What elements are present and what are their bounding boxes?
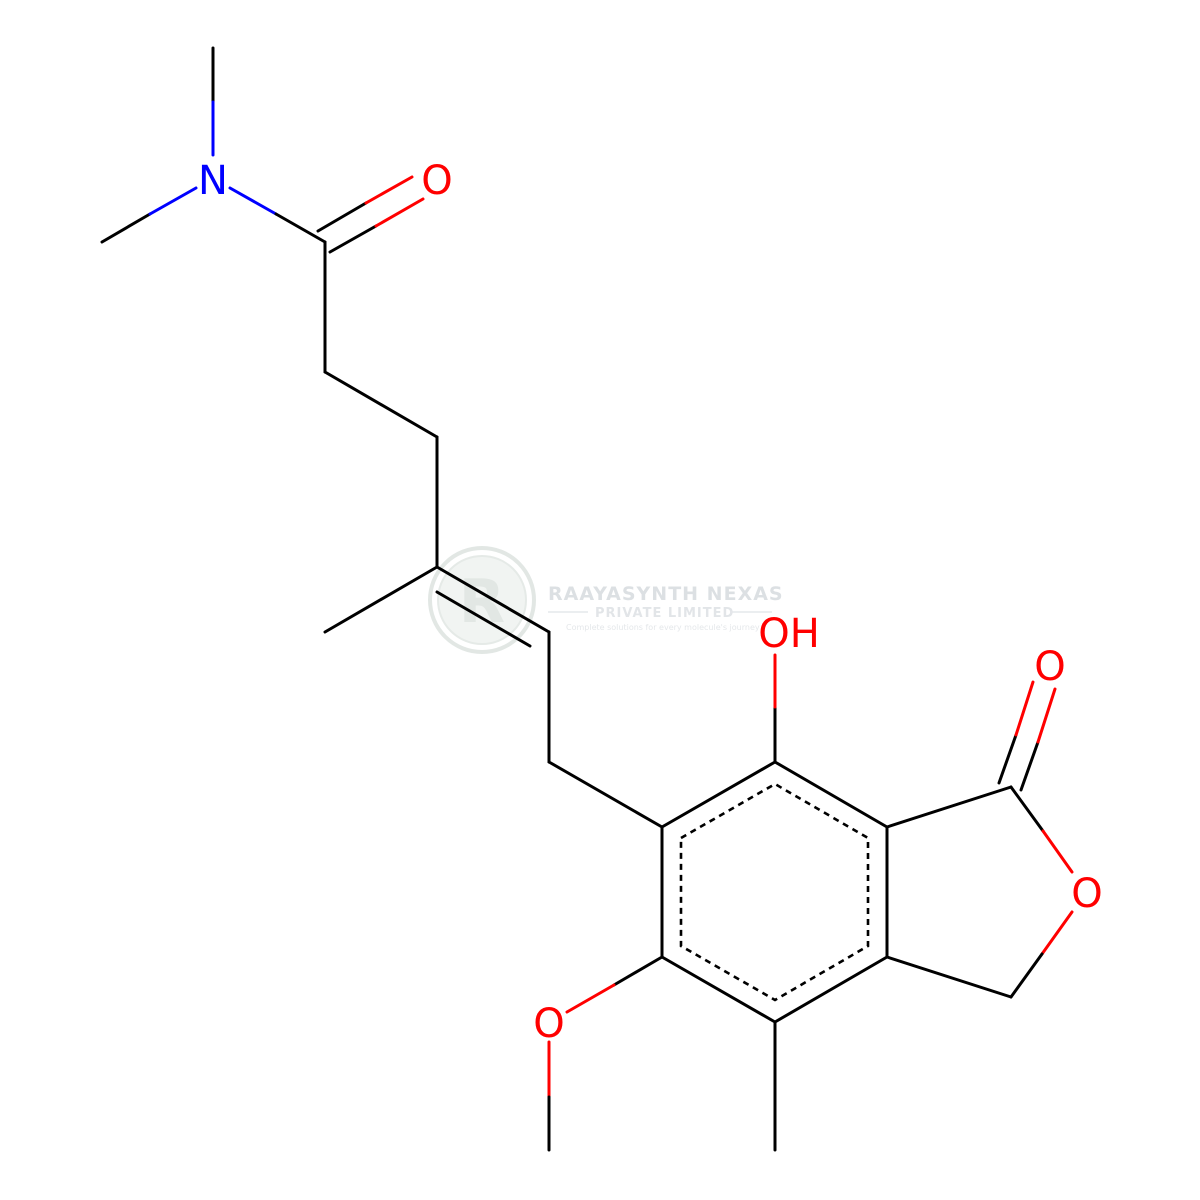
bond-n-methyl-left (100, 212, 152, 244)
bond-lactone-co-2-o (1036, 687, 1057, 744)
atom-label-ring-oxygen: O (1071, 871, 1102, 917)
bond-lactone-2 (1009, 785, 1045, 833)
atom-label-methoxy-oxygen: O (533, 1001, 564, 1047)
ring-bond-5 (660, 955, 777, 1024)
bond-amide-co-2-o (374, 197, 425, 228)
ring-aromatic-dashes (679, 782, 870, 1002)
bond-branch-methyl (323, 565, 439, 634)
bond-lactone-co-1 (997, 733, 1018, 785)
watermark-tagline: Complete solutions for every molecule's … (566, 623, 760, 632)
ring-bond-4 (773, 955, 889, 1024)
ring-bond-1 (660, 760, 777, 829)
bond-n-methyl-left-n (148, 186, 198, 216)
atom-label-hydroxyl: OH (758, 611, 820, 657)
bond-chain-2 (323, 370, 439, 439)
bond-amide-co-2 (328, 224, 378, 254)
bond-alkene-1 (435, 565, 551, 634)
bond-ring-ome (612, 955, 664, 987)
bond-alkene-2 (435, 590, 532, 648)
atom-label-lactone-carbonyl-oxygen: O (1034, 644, 1065, 690)
bond-lactone-1 (885, 785, 1013, 829)
bond-lactone-co-2 (1019, 740, 1040, 792)
bond-n-carbonyl (274, 212, 327, 244)
bond-lactone-co-1-o (1014, 680, 1035, 737)
bond-ring-ome-o (565, 983, 616, 1014)
bonds (100, 46, 1074, 1152)
watermark-subtitle: PRIVATE LIMITED (595, 606, 734, 621)
bond-amide-co-1-o (364, 175, 414, 205)
watermark-company-name: RAAYASYNTH NEXAS (548, 583, 784, 605)
bond-n-carbonyl-n (228, 186, 278, 216)
bond-lactone-3 (1009, 952, 1044, 999)
watermark-logo-icon: R (428, 546, 536, 654)
watermark: R RAAYASYNTH NEXAS PRIVATE LIMITED Compl… (428, 546, 784, 654)
bond-amide-co-1 (316, 201, 368, 233)
bond-lactone-2-o (1041, 829, 1074, 874)
bond-lactone-4 (885, 955, 1013, 999)
ring-bond-2 (773, 760, 889, 829)
bond-chain-5 (547, 760, 664, 829)
atom-label-amide-oxygen: O (421, 158, 452, 204)
atom-labels: N O OH O O O (198, 158, 1103, 1047)
bond-lactone-3-o (1040, 910, 1074, 956)
atom-label-nitrogen: N (198, 158, 228, 204)
